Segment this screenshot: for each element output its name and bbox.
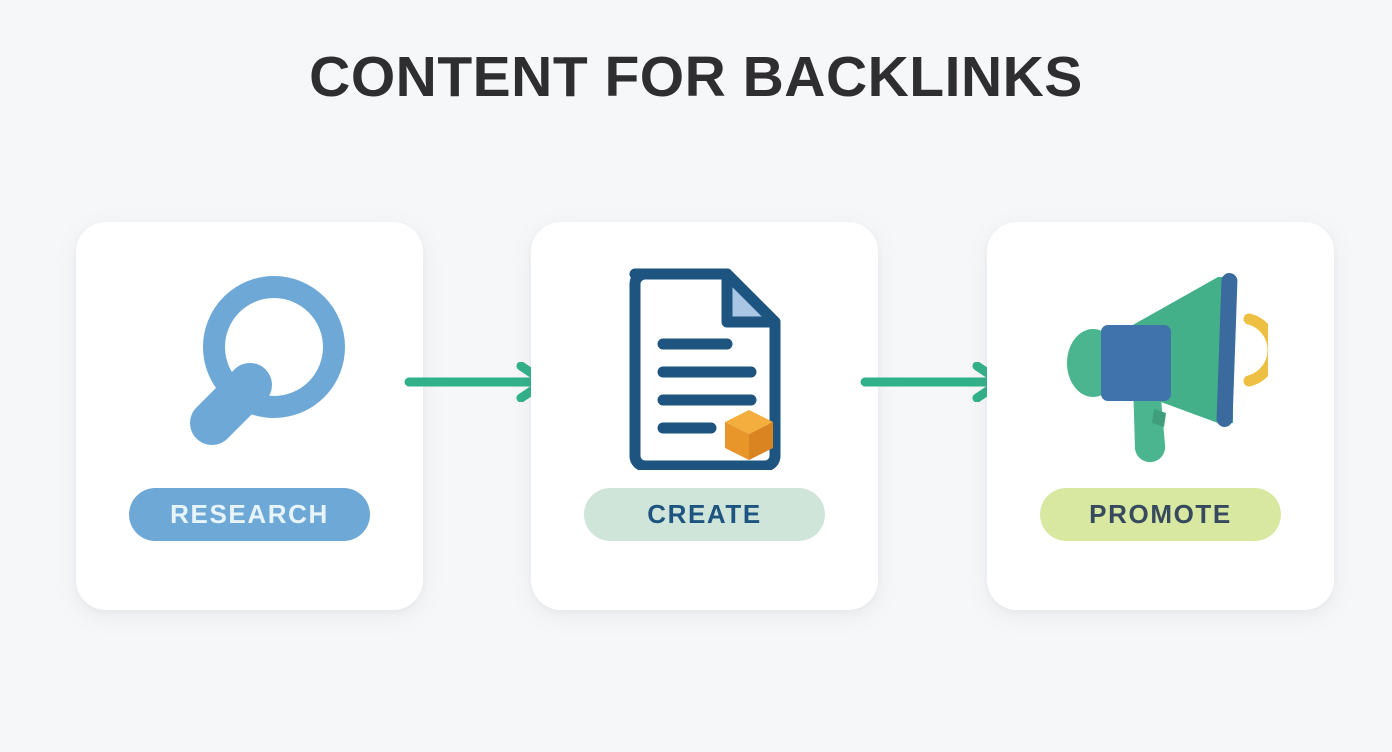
step-label-promote[interactable]: PROMOTE bbox=[1040, 488, 1281, 541]
document-with-cube-icon bbox=[590, 256, 820, 474]
flow-diagram: RESEARCH bbox=[76, 222, 1334, 610]
step-card-create[interactable]: CREATE bbox=[531, 222, 878, 610]
magnifying-glass-icon bbox=[135, 256, 365, 474]
step-card-research[interactable]: RESEARCH bbox=[76, 222, 423, 610]
step-label-create[interactable]: CREATE bbox=[584, 488, 825, 541]
step-card-promote[interactable]: PROMOTE bbox=[987, 222, 1334, 610]
page-title: CONTENT FOR BACKLINKS bbox=[309, 45, 1083, 109]
megaphone-icon bbox=[1046, 256, 1276, 474]
step-label-research[interactable]: RESEARCH bbox=[129, 488, 370, 541]
